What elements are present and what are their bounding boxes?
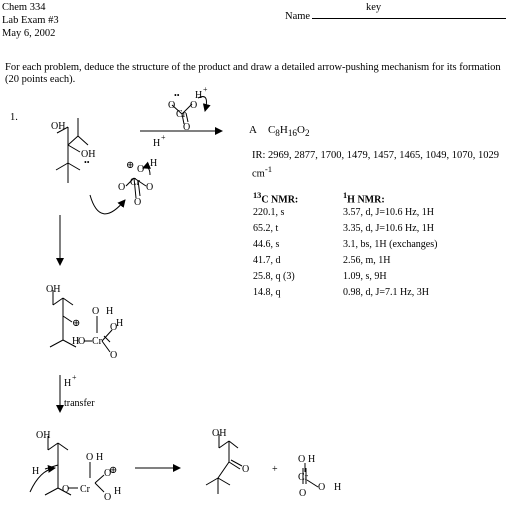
- h1-nmr-table: 1H NMR: 3.57, d, J=10.6 Hz, 1H 3.35, d, …: [343, 191, 437, 303]
- svg-text:Cr: Cr: [176, 109, 187, 120]
- h1-header: 1H NMR:: [343, 191, 385, 206]
- svg-text:O: O: [110, 350, 117, 361]
- step-label: transfer: [64, 398, 95, 409]
- course-label: Chem 334: [2, 2, 46, 13]
- svg-text:+: +: [72, 373, 77, 382]
- h1-peak: 1.09, s, 9H: [343, 271, 387, 282]
- svg-text:Cr: Cr: [80, 484, 91, 495]
- problem-number: 1.: [10, 112, 18, 123]
- svg-text:H: H: [334, 482, 341, 493]
- svg-text:O: O: [110, 322, 117, 333]
- c13-nmr-table: 13C NMR: 220.1, s 65.2, t 44.6, s 41.7, …: [253, 191, 298, 303]
- h1-peak: 3.35, d, J=10.6 Hz, 1H: [343, 223, 434, 234]
- svg-text:H: H: [72, 336, 79, 347]
- svg-text:O: O: [104, 492, 111, 503]
- svg-text:H: H: [32, 466, 39, 477]
- key-label: key: [366, 2, 382, 13]
- svg-text:Cr: Cr: [130, 177, 141, 188]
- svg-text:O: O: [137, 164, 144, 175]
- step-reagent: H: [64, 378, 71, 389]
- ir-data: IR: 2969, 2877, 1700, 1479, 1457, 1465, …: [252, 150, 500, 180]
- c13-peak: 41.7, d: [253, 255, 281, 266]
- svg-text:+: +: [161, 133, 166, 142]
- chromic-acid-lower: [125, 177, 147, 199]
- svg-text:••: ••: [84, 158, 90, 167]
- svg-text:⊕: ⊕: [126, 160, 134, 171]
- svg-text:••: ••: [174, 91, 180, 100]
- svg-text:O: O: [104, 468, 111, 479]
- c13-peak: 25.8, q (3): [253, 271, 295, 282]
- svg-text:H: H: [96, 452, 103, 463]
- svg-text:O: O: [134, 197, 141, 208]
- h1-peak: 2.56, m, 1H: [343, 255, 391, 266]
- svg-text:O: O: [298, 454, 305, 465]
- name-field: Name: [285, 9, 507, 23]
- svg-text:O: O: [242, 464, 249, 475]
- h1-peak: 0.98, d, J=7.1 Hz, 3H: [343, 287, 429, 298]
- chromate-ester-intermediate: [49, 290, 113, 353]
- name-label: Name: [285, 11, 311, 22]
- svg-text:O: O: [299, 488, 306, 499]
- svg-text:O: O: [62, 484, 69, 495]
- chromic-acid-top: [171, 103, 193, 125]
- c13-header: 13C NMR:: [253, 191, 299, 206]
- chromium-byproduct: [302, 463, 319, 488]
- c13-peak: 44.6, s: [253, 239, 280, 250]
- compound-formula: A C8H16O2: [249, 124, 310, 139]
- svg-text:OH: OH: [51, 121, 65, 132]
- svg-text:O: O: [146, 182, 153, 193]
- svg-text:O: O: [190, 100, 197, 111]
- compound-label: A: [249, 124, 257, 136]
- exam-label: Lab Exam #3: [2, 15, 59, 26]
- reagent-top: H: [195, 90, 202, 101]
- h1-peak: 3.1, bs, 1H (exchanges): [343, 239, 438, 250]
- ketone-product: [205, 434, 243, 494]
- reagent-arrow: H: [153, 138, 160, 149]
- c13-peak: 220.1, s: [253, 207, 285, 218]
- h1-peak: 3.57, d, J=10.6 Hz, 1H: [343, 207, 434, 218]
- ir-values: 2969, 2877, 1700, 1479, 1457, 1465, 1049…: [252, 150, 500, 180]
- ir-label: IR:: [252, 150, 266, 161]
- svg-text:⊕: ⊕: [72, 318, 80, 329]
- svg-text:H: H: [308, 454, 315, 465]
- svg-text:O: O: [183, 122, 190, 133]
- instructions: For each problem, deduce the structure o…: [5, 62, 501, 86]
- svg-text:Cr: Cr: [298, 472, 309, 483]
- svg-text:O: O: [86, 452, 93, 463]
- svg-text:H: H: [114, 486, 121, 497]
- svg-text:H: H: [116, 318, 123, 329]
- svg-text:OH: OH: [46, 284, 60, 295]
- plus-sign: +: [272, 464, 278, 475]
- svg-text:⊕: ⊕: [109, 465, 117, 476]
- svg-text:H: H: [150, 158, 157, 169]
- svg-text:O: O: [318, 482, 325, 493]
- svg-text:O: O: [92, 306, 99, 317]
- svg-text:+: +: [203, 85, 208, 94]
- svg-text:H: H: [106, 306, 113, 317]
- svg-text:OH: OH: [36, 430, 50, 441]
- svg-text:OH: OH: [212, 428, 226, 439]
- exam-date: May 6, 2002: [2, 28, 56, 39]
- svg-text:O: O: [118, 182, 125, 193]
- starting-diol-structure: [55, 118, 89, 183]
- svg-text:O: O: [168, 100, 175, 111]
- c13-peak: 65.2, t: [253, 223, 279, 234]
- bottom-intermediate: [44, 436, 105, 496]
- svg-text:OH: OH: [81, 149, 95, 160]
- name-line: [312, 9, 507, 19]
- svg-text:O: O: [78, 336, 85, 347]
- svg-text:Cr: Cr: [92, 336, 103, 347]
- c13-peak: 14.8, q: [253, 287, 281, 298]
